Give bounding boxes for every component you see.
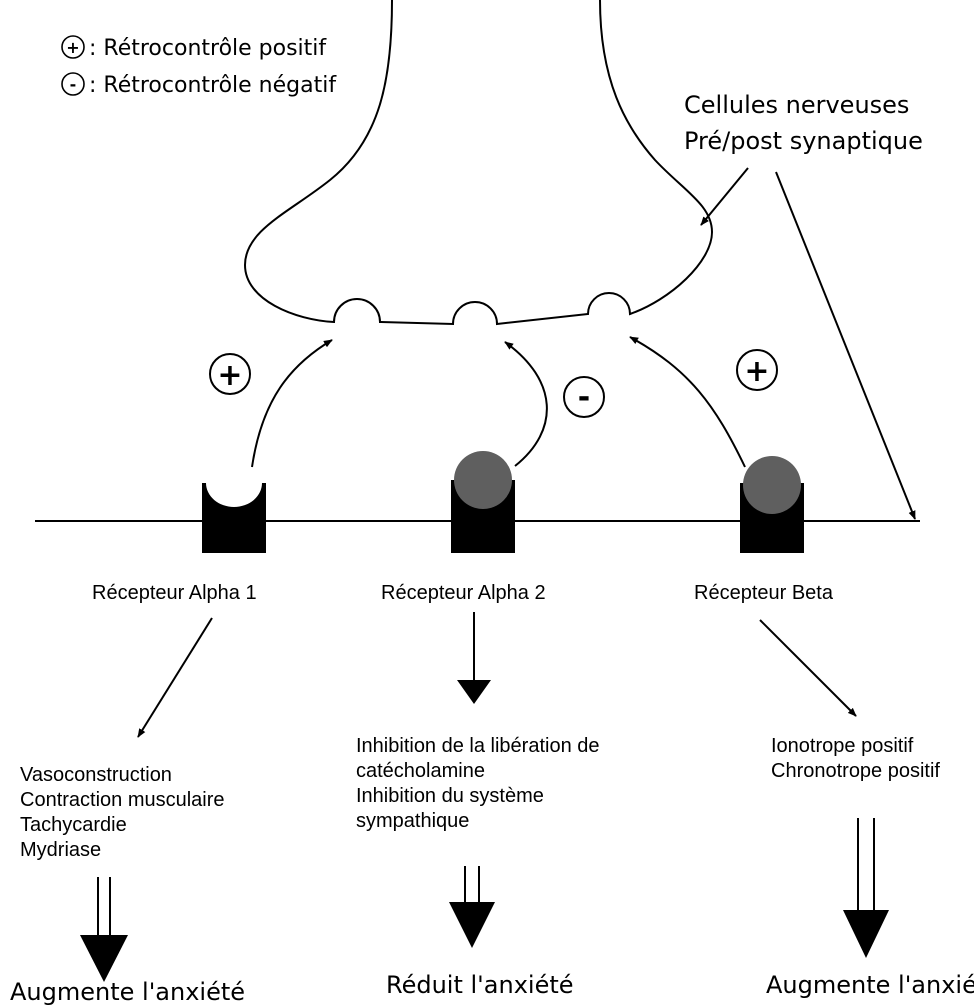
feedback-arrow-alpha1 [251, 339, 333, 468]
effect-item: sympathique [356, 810, 469, 832]
effects-alpha2: Inhibition de la libération de catéchola… [356, 735, 600, 832]
ligand-beta [743, 456, 801, 514]
effect-item: Tachycardie [20, 814, 127, 836]
feedback-sign-beta-circle [736, 349, 778, 391]
double-arrow-alpha2-head [449, 902, 495, 948]
arrow-alpha2-to-effects [457, 612, 491, 704]
nerve-cell-outline [243, 0, 714, 326]
receptor-alpha1 [202, 483, 266, 553]
effects-alpha1: Vasoconstruction Contraction musculaire … [20, 764, 225, 861]
positive-symbol-circle [61, 35, 85, 59]
ligand-alpha2 [454, 451, 512, 509]
arrow-beta-to-effects [759, 619, 857, 717]
legend: + : Rétrocontrôle positif - : Rétrocontr… [61, 35, 337, 98]
double-arrow-alpha2 [449, 866, 495, 948]
receptor-beta [740, 456, 804, 553]
feedback-sign-alpha1-circle [209, 353, 251, 395]
effect-item: Inhibition du système [356, 785, 544, 807]
effect-item: Chronotrope positif [771, 760, 940, 782]
feedback-sign-alpha2-text: - [578, 380, 590, 415]
effect-item: catécholamine [356, 760, 485, 782]
feedback-sign-alpha1-text: + [217, 358, 242, 393]
receptor-beta-label: Récepteur Beta [694, 582, 834, 604]
effect-item: Ionotrope positif [771, 735, 914, 757]
effect-item: Vasoconstruction [20, 764, 172, 786]
outcome-alpha2: Réduit l'anxiété [386, 971, 574, 999]
receptor-alpha2 [451, 451, 515, 553]
positive-symbol: + [66, 38, 79, 57]
outcome-alpha1: Augmente l'anxiété [10, 978, 245, 1006]
legend-negative: - : Rétrocontrôle négatif [61, 72, 337, 98]
effect-item: Contraction musculaire [20, 789, 225, 811]
effects-beta: Ionotrope positif Chronotrope positif [771, 735, 940, 782]
effect-item: Inhibition de la libération de [356, 735, 600, 757]
double-arrow-alpha1 [80, 877, 128, 982]
double-arrow-alpha1-head [80, 935, 128, 982]
arrow-alpha2-head [457, 680, 491, 704]
feedback-sign-alpha2-circle [563, 376, 605, 418]
nerve-cells-label-line2: Pré/post synaptique [684, 127, 923, 155]
feedback-arrow-alpha2 [504, 341, 548, 467]
receptor-alpha1-label: Récepteur Alpha 1 [92, 582, 257, 604]
legend-positive-text: : Rétrocontrôle positif [89, 36, 327, 61]
effect-item: Mydriase [20, 839, 101, 861]
receptor-alpha2-label: Récepteur Alpha 2 [381, 582, 546, 604]
feedback-arrow-beta [629, 336, 746, 468]
nerve-label-arrow-to-cell [700, 167, 749, 226]
arrow-alpha1-to-effects [137, 617, 213, 738]
feedback-sign-beta-text: + [744, 354, 769, 389]
negative-symbol: - [70, 75, 77, 94]
feedback-sign-beta: + [736, 349, 778, 391]
feedback-sign-alpha1: + [209, 353, 251, 395]
legend-negative-text: : Rétrocontrôle négatif [89, 73, 337, 98]
outcome-beta: Augmente l'anxiété [766, 971, 974, 999]
double-arrow-beta [843, 818, 889, 958]
nerve-cells-label-line1: Cellules nerveuses [684, 91, 909, 119]
receptor-alpha1-shape [202, 483, 266, 553]
nerve-label-arrow-to-membrane [775, 171, 916, 520]
double-arrow-beta-head [843, 910, 889, 958]
negative-symbol-circle [61, 72, 85, 96]
legend-positive: + : Rétrocontrôle positif [61, 35, 327, 61]
feedback-sign-alpha2: - [563, 376, 605, 418]
